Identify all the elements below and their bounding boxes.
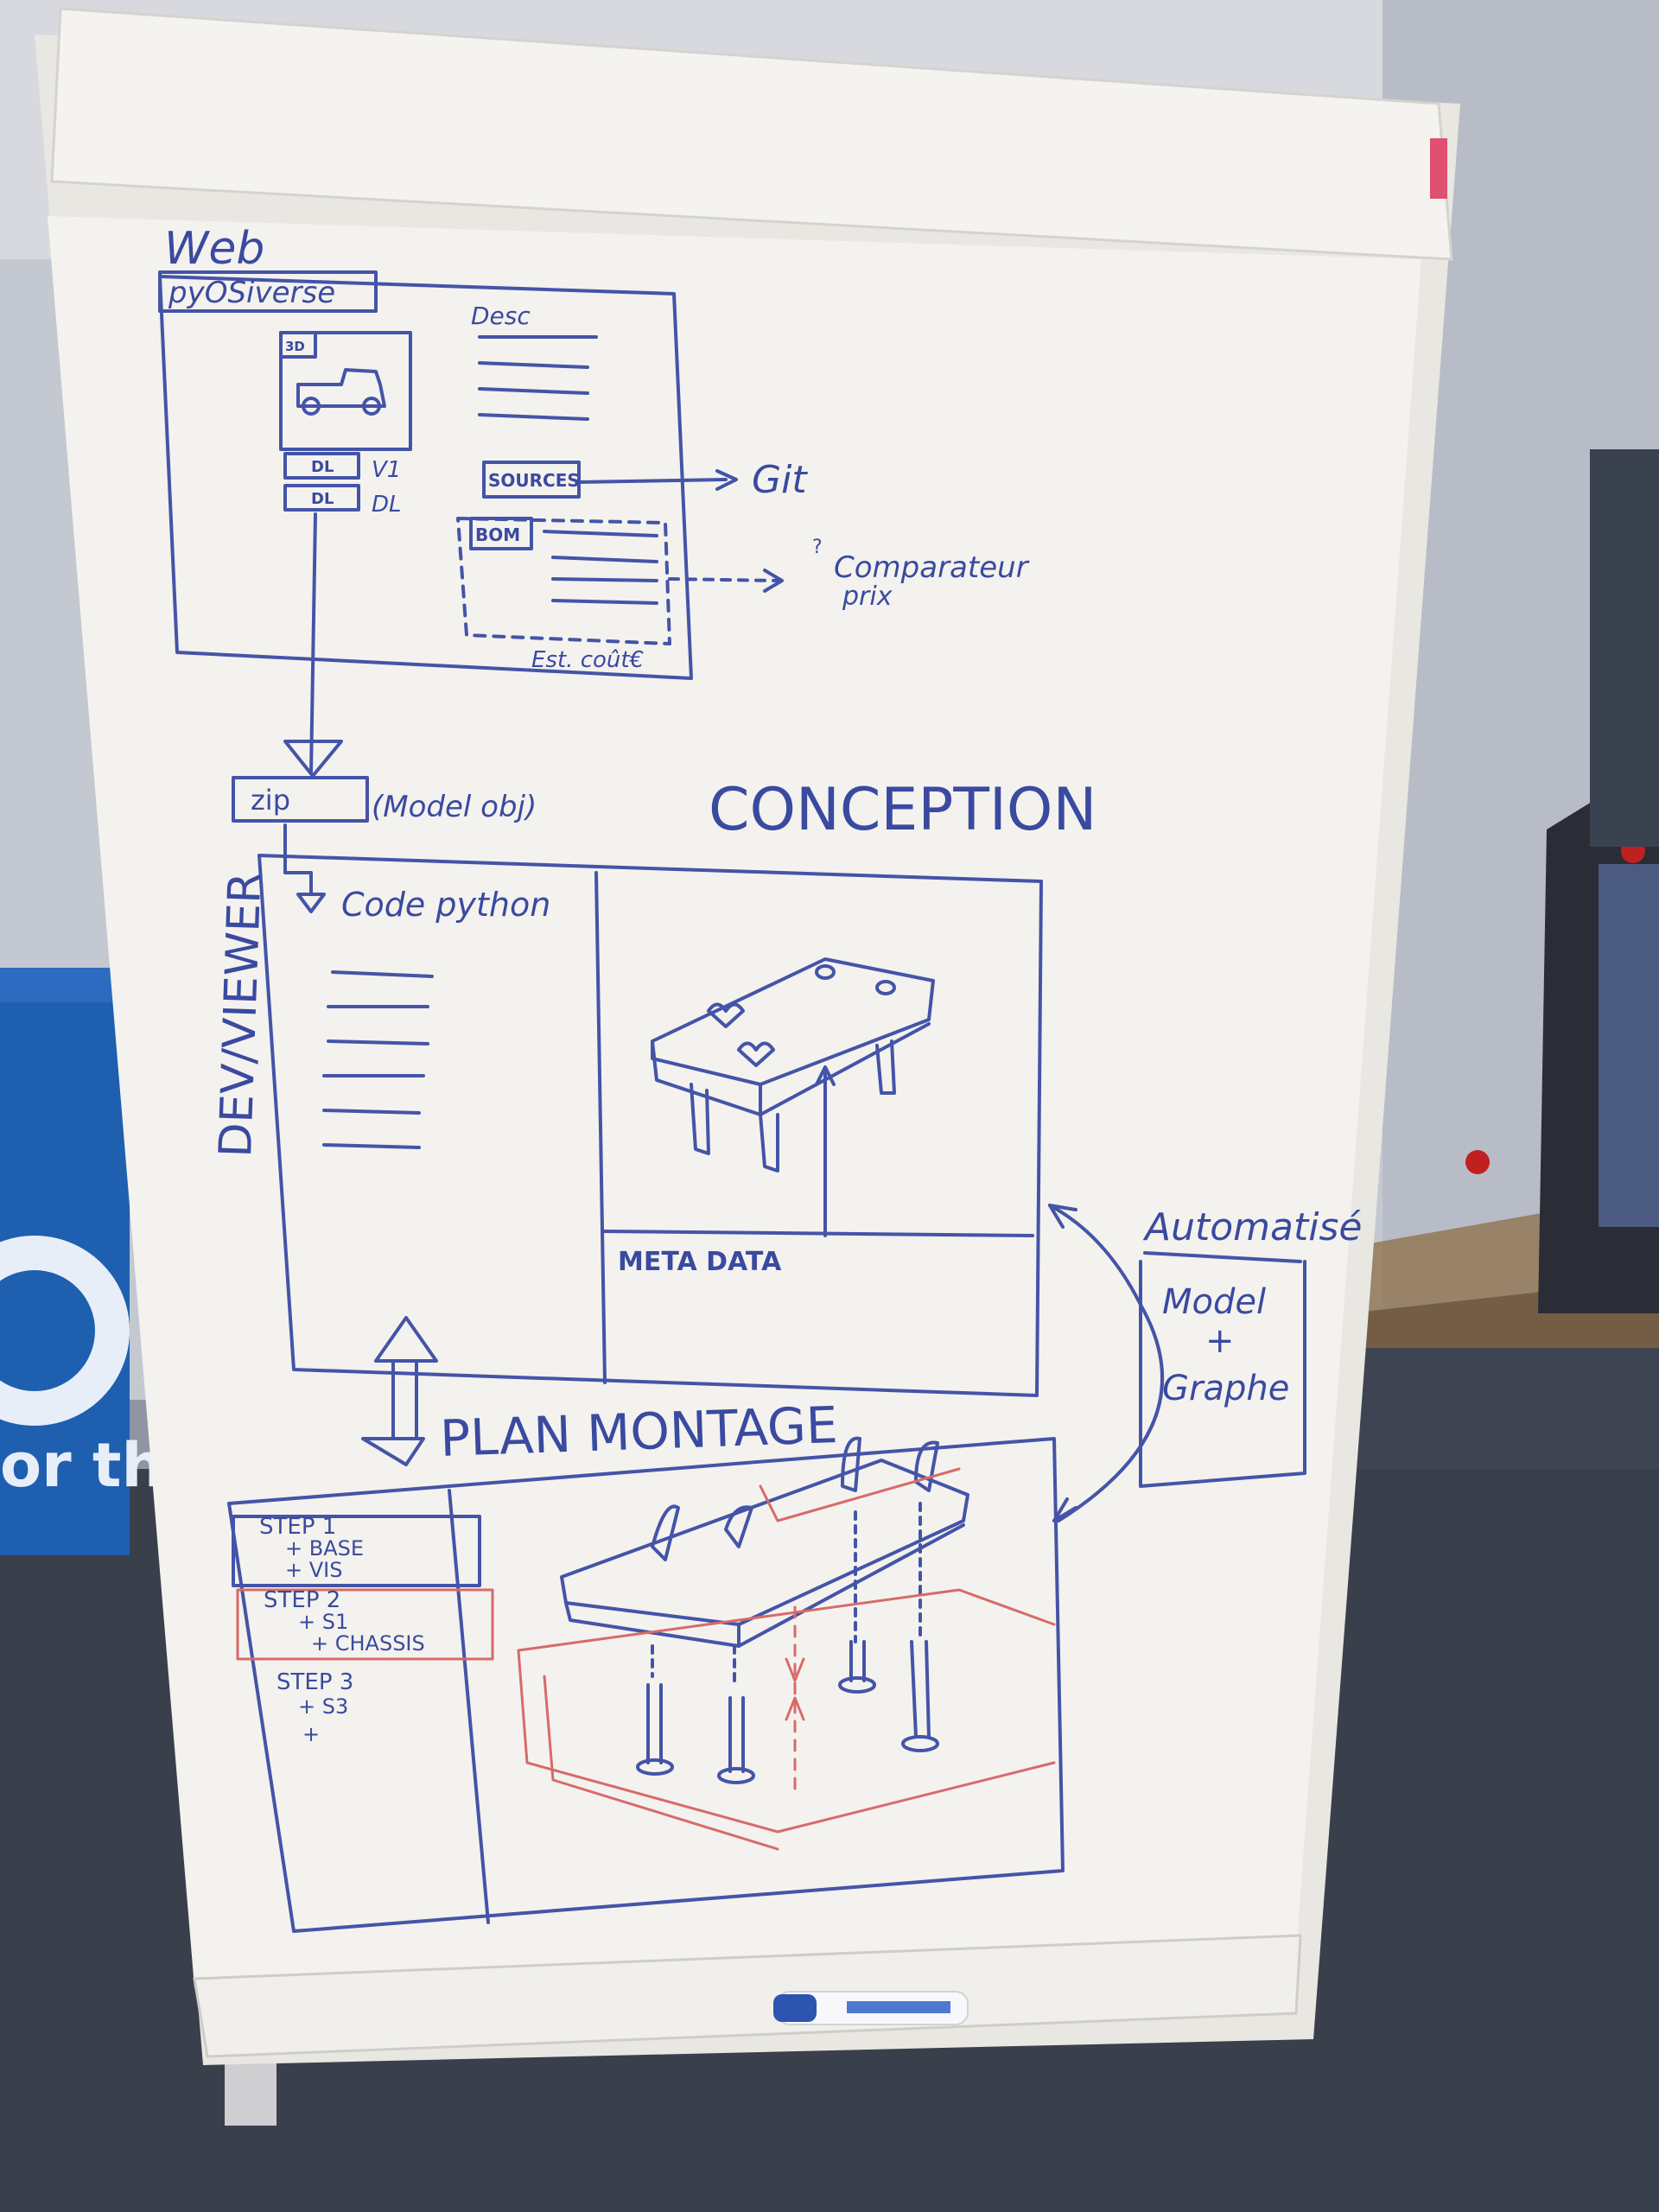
dl-version-1: V1 (372, 457, 401, 483)
top-clamp (50, 7, 1453, 261)
double-arrow-down (361, 1437, 425, 1466)
dev-divider (594, 871, 607, 1384)
compare-question: ? (812, 537, 823, 558)
site-name-box (158, 270, 378, 313)
zip-note: (Model obj) (372, 790, 537, 824)
plan-heading: PLAN MONTAGE (439, 1395, 838, 1468)
automation-plus: + (1205, 1321, 1235, 1361)
step3-title: STEP 3 (276, 1669, 353, 1695)
step3-item2: + (302, 1722, 320, 1746)
code-label: Code python (341, 886, 550, 924)
blue-banner: or th (0, 968, 164, 1555)
dev-viewer-label: DEV/VIEWER (210, 871, 271, 1158)
bom-panel (456, 517, 671, 645)
automation-section: Automatisé Model + Graphe (1142, 1205, 1362, 1408)
banner-text: or th (0, 1430, 164, 1501)
sources-box (482, 461, 581, 499)
git-arrow (577, 478, 728, 484)
plan-divider (448, 1489, 490, 1924)
meta-label: META DATA (618, 1247, 782, 1277)
step1-item2: + VIS (285, 1558, 342, 1582)
download-arrow (309, 512, 317, 775)
dl-label-2: DL (311, 490, 334, 508)
marker-tray (193, 1934, 1302, 2058)
thumbnail-box (279, 331, 412, 451)
automation-line1: Model (1162, 1282, 1266, 1322)
red-tab (1430, 138, 1447, 199)
web-title: Web (164, 223, 264, 275)
site-name: pyOSiverse (168, 276, 335, 310)
step2-item1: + S1 (298, 1610, 348, 1634)
dl-button-1 (283, 452, 360, 480)
dl-version-2: DL (372, 492, 402, 518)
zip-section: zip (Model obj) (251, 784, 537, 824)
dl-button-2 (283, 484, 360, 512)
desc-label: Desc (471, 302, 531, 330)
step1-box (232, 1515, 481, 1587)
sources-label: SOURCES (488, 470, 580, 491)
automation-line2: Graphe (1162, 1369, 1289, 1408)
step3-item1: + S3 (298, 1694, 348, 1719)
compare-line2: prix (842, 582, 893, 612)
automation-title: Automatisé (1142, 1205, 1362, 1249)
automation-arrow (1048, 1204, 1165, 1522)
automation-box (1139, 1260, 1306, 1488)
web-section: Web pyOSiverse 3D DL V1 DL DL Desc SOURC… (164, 223, 1030, 673)
web-box (158, 275, 693, 680)
paper-sheet (48, 216, 1421, 1987)
bom-label: BOM (475, 524, 520, 545)
machine-right (1465, 449, 1659, 1313)
plan-section: PLAN MONTAGE STEP 1 + BASE + VIS STEP 2 … (259, 1395, 839, 1746)
git-label: Git (752, 458, 808, 502)
thumb-tag: 3D (285, 339, 305, 354)
red-sketch (236, 1467, 1056, 1851)
step2-title: STEP 2 (264, 1587, 340, 1613)
table-sketch (651, 957, 935, 1237)
plan-table-sketch (560, 1436, 969, 1784)
dev-section: CONCEPTION DEV/VIEWER Code python META D… (210, 776, 1096, 1277)
compare-line1: Comparateur (834, 550, 1030, 585)
compare-arrow (668, 577, 779, 582)
marker[interactable] (773, 1991, 969, 2025)
conception-heading: CONCEPTION (709, 776, 1096, 844)
step2-item2: + CHASSIS (311, 1631, 425, 1656)
plan-frame (227, 1437, 1065, 1933)
dl-label-1: DL (311, 458, 334, 476)
zip-label: zip (251, 784, 290, 817)
dev-frame (257, 854, 1043, 1397)
step1-item1: + BASE (285, 1536, 364, 1560)
step1-title: STEP 1 (259, 1514, 336, 1540)
double-arrow-up (374, 1316, 438, 1363)
cost-label: Est. coût€ (531, 647, 644, 673)
zip-box (232, 776, 369, 823)
